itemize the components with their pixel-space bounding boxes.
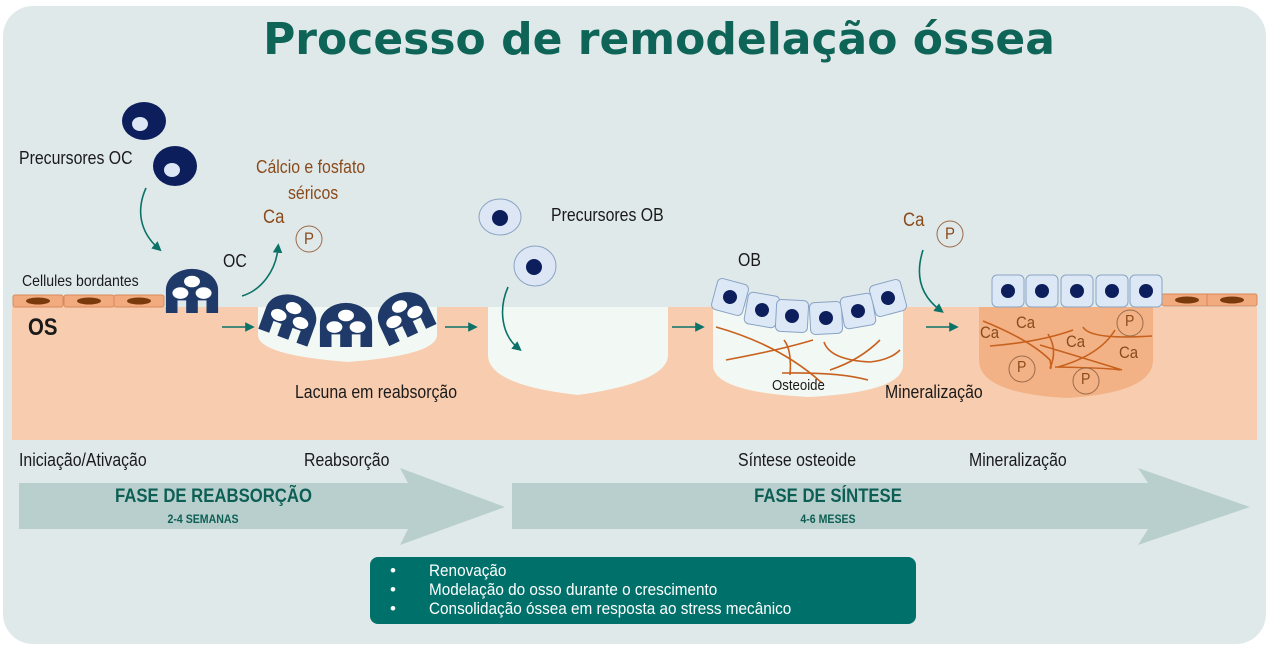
function-text: Consolidação óssea em resposta ao stress… xyxy=(429,599,792,618)
osteoid-fibers xyxy=(715,326,901,384)
stage-label-sintese: Síntese osteoide xyxy=(738,450,857,470)
ion-p-serum-2: P xyxy=(945,224,955,243)
functions-list-item: • Modelação do osso durante o cresciment… xyxy=(370,580,916,599)
ion-ca-min-1: Ca xyxy=(980,323,1000,342)
ion-ca-min-4: Ca xyxy=(1119,343,1139,362)
ion-ca-min-3: Ca xyxy=(1066,332,1086,351)
label-precursores-ob: Precursores OB xyxy=(551,205,664,225)
osteoid-lacuna xyxy=(713,307,903,397)
label-precursores-oc: Precursores OC xyxy=(19,148,133,168)
phosphate-circle-serum-2 xyxy=(936,220,964,248)
label-oc: OC xyxy=(223,251,247,271)
osteoclast-precursor-cells xyxy=(122,102,197,186)
bullet-icon: • xyxy=(390,599,396,618)
stage-label-iniciacao: Iniciação/Ativação xyxy=(19,450,147,470)
label-cellules-bordantes: Cellules bordantes xyxy=(22,273,139,290)
label-mineralizacao-bone: Mineralização xyxy=(885,382,983,402)
arrow-precursor-to-oc xyxy=(139,187,162,252)
phosphate-circles xyxy=(295,220,1144,395)
phase-arrow-synthesis xyxy=(512,468,1250,545)
arrow-oc-to-serum xyxy=(241,243,283,297)
functions-box: • Renovação • Modelação do osso durante … xyxy=(370,557,916,624)
stage-label-reabsorcao: Reabsorção xyxy=(304,450,390,470)
phosphate-circle-min-1 xyxy=(1116,309,1144,337)
mineralized-fibers xyxy=(982,320,1153,371)
functions-list-item: • Renovação xyxy=(370,561,916,580)
phosphate-circle-serum-1 xyxy=(295,225,323,253)
phosphate-circle-min-2 xyxy=(1008,355,1036,383)
ion-ca-serum-2: Ca xyxy=(903,210,925,231)
bullet-icon: • xyxy=(390,580,396,599)
phase-duration-synthesis: 4-6 MESES xyxy=(800,512,856,526)
phase-title-synthesis: FASE DE SÍNTESE xyxy=(754,486,902,507)
label-calcio-fosfato-1: Cálcio e fosfato xyxy=(256,157,366,177)
osteoclast-cell xyxy=(165,268,219,313)
phase-duration-resorption: 2-4 SEMANAS xyxy=(167,512,239,526)
ion-p-min-1: P xyxy=(1125,313,1135,330)
ion-ca-serum: Ca xyxy=(263,207,285,228)
label-calcio-fosfato-2: séricos xyxy=(288,183,339,203)
ion-p-min-2: P xyxy=(1017,359,1027,376)
arrow-serum-to-mineralization xyxy=(918,249,944,313)
lining-cells-left xyxy=(12,294,165,308)
lining-cells-right xyxy=(1161,293,1258,307)
phase-arrow-resorption xyxy=(19,468,505,545)
label-osteoide: Osteoide xyxy=(772,377,825,394)
label-ob: OB xyxy=(738,250,761,270)
osteoblast-cells-row xyxy=(991,274,1163,308)
stage-label-mineralizacao: Mineralização xyxy=(969,450,1067,470)
function-text: Modelação do osso durante o crescimento xyxy=(429,580,718,599)
empty-lacuna xyxy=(488,307,668,395)
ion-ca-min-2: Ca xyxy=(1016,313,1036,332)
ion-p-min-3: P xyxy=(1081,371,1091,388)
functions-list-item: • Consolidação óssea em resposta ao stre… xyxy=(370,599,916,618)
bullet-icon: • xyxy=(390,561,396,580)
phase-title-resorption: FASE DE REABSORÇÃO xyxy=(115,486,312,507)
function-text: Renovação xyxy=(429,561,507,580)
label-os: OS xyxy=(28,314,58,341)
label-lacuna: Lacuna em reabsorção xyxy=(295,382,458,402)
functions-list: • Renovação • Modelação do osso durante … xyxy=(370,557,916,618)
ion-p-serum: P xyxy=(304,229,314,248)
osteoblast-precursor-cells xyxy=(478,198,557,287)
phosphate-circle-min-3 xyxy=(1072,367,1100,395)
arrow-precursor-ob-to-lacuna xyxy=(501,286,522,352)
page-title: Processo de remodelação óssea xyxy=(263,14,1055,65)
